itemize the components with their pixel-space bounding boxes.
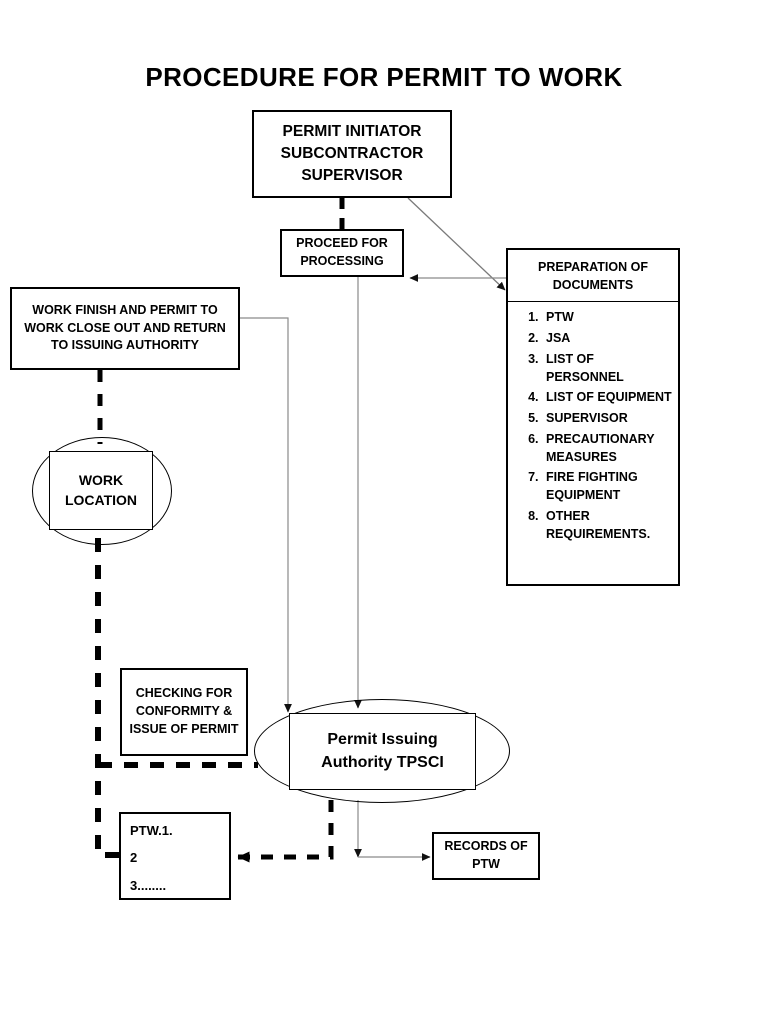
ptwlist-line-1: PTW.1. <box>130 823 173 838</box>
ptwlist-line-2: 2 <box>130 850 138 866</box>
preparation-head-line-2: DOCUMENTS <box>552 278 634 293</box>
preparation-head-line-1: PREPARATION OF <box>538 260 648 274</box>
list-item: LIST OF PERSONNEL <box>542 350 674 386</box>
list-item: SUPERVISOR <box>542 409 674 427</box>
ptwlist-line-3: 3........ <box>130 877 167 893</box>
list-item: LIST OF EQUIPMENT <box>542 388 674 406</box>
worklocation-line-2: LOCATION <box>64 491 138 508</box>
list-item: FIRE FIGHTING EQUIPMENT <box>542 468 674 504</box>
list-item: OTHER REQUIREMENTS. <box>542 507 674 543</box>
initiator-line-1: PERMIT INITIATOR <box>282 123 422 140</box>
connector-authority-to-records <box>354 800 431 861</box>
connector-authority-to-ptwlist <box>237 800 334 863</box>
proceed-line-1: PROCEED FOR <box>296 236 388 251</box>
workfinish-line-3: TO ISSUING AUTHORITY <box>51 338 199 353</box>
node-work-location[interactable]: WORK LOCATION <box>49 451 153 530</box>
list-item: PRECAUTIONARY MEASURES <box>542 430 674 466</box>
connector-initiator-to-preparation <box>407 197 506 291</box>
node-records-of-ptw[interactable]: RECORDS OF PTW <box>432 832 540 880</box>
preparation-document-list: PTW JSA LIST OF PERSONNEL LIST OF EQUIPM… <box>508 308 678 546</box>
checking-line-2: CONFORMITY & <box>135 704 233 719</box>
list-item: PTW <box>542 308 674 326</box>
node-ptw-list[interactable]: PTW.1. 2 3........ <box>119 812 231 900</box>
workfinish-line-2: WORK CLOSE OUT AND RETURN <box>24 320 226 335</box>
records-line-1: RECORDS OF <box>444 839 528 854</box>
node-permit-issuing-authority[interactable]: Permit Issuing Authority TPSCI <box>289 713 476 790</box>
permit-authority-ellipse <box>254 699 510 803</box>
node-work-finish-and-close-out[interactable]: WORK FINISH AND PERMIT TO WORK CLOSE OUT… <box>10 287 240 370</box>
node-permit-initiator[interactable]: PERMIT INITIATOR SUBCONTRACTOR SUPERVISO… <box>252 110 452 198</box>
checking-line-1: CHECKING FOR <box>135 686 233 701</box>
workfinish-line-1: WORK FINISH AND PERMIT TO <box>32 302 218 317</box>
node-checking-for-conformity[interactable]: CHECKING FOR CONFORMITY & ISSUE OF PERMI… <box>120 668 248 756</box>
work-location-ellipse <box>32 437 172 545</box>
initiator-line-3: SUPERVISOR <box>301 167 403 184</box>
permitauth-line-2: Authority TPSCI <box>321 753 444 771</box>
records-line-2: PTW <box>472 857 500 871</box>
proceed-line-2: PROCESSING <box>300 254 384 268</box>
checking-line-3: ISSUE OF PERMIT <box>129 721 239 736</box>
permitauth-line-1: Permit Issuing <box>327 730 438 748</box>
page-title: PROCEDURE FOR PERMIT TO WORK <box>145 62 623 92</box>
list-item: JSA <box>542 329 674 347</box>
connector-worklocation-to-ptwlist <box>95 538 119 858</box>
initiator-line-2: SUBCONTRACTOR <box>280 145 424 162</box>
worklocation-line-1: WORK <box>78 471 124 488</box>
connector-workfinish-to-authority <box>240 317 292 713</box>
node-proceed-for-processing[interactable]: PROCEED FOR PROCESSING <box>280 229 404 277</box>
preparation-header: PREPARATION OF DOCUMENTS <box>508 250 678 303</box>
node-preparation-of-documents[interactable]: PREPARATION OF DOCUMENTS PTW JSA LIST OF… <box>506 248 680 586</box>
